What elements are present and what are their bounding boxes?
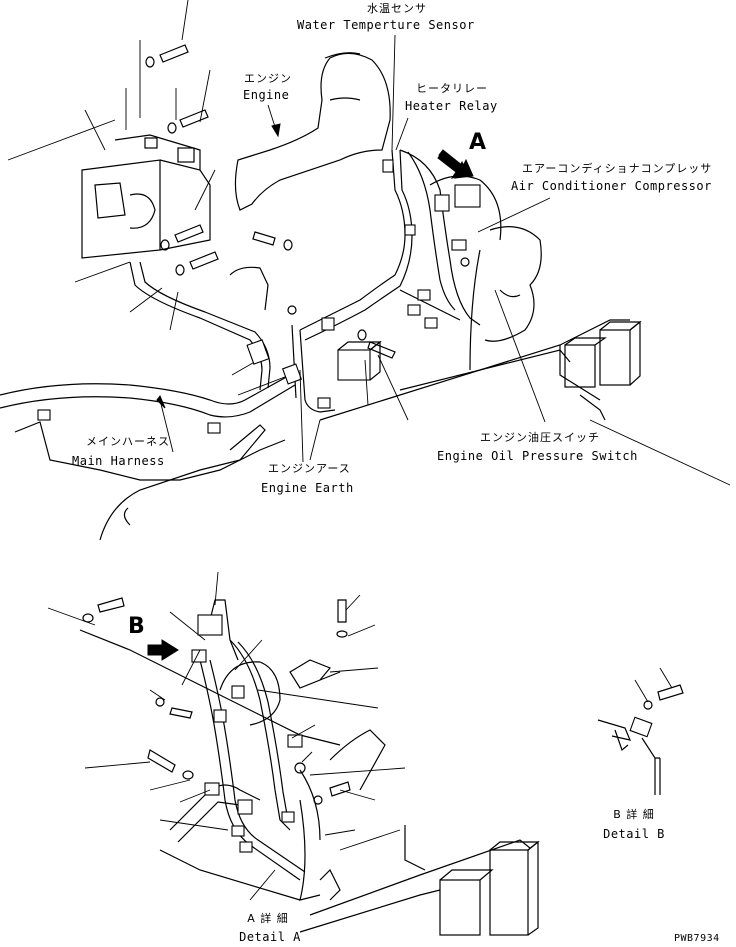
detail-a-drawing: [47, 571, 540, 936]
engine-label-jp: エンジン: [244, 72, 292, 85]
frame-upper-left: [14, 421, 286, 541]
detail-b-title: Detail B: [603, 827, 665, 841]
aircon-label: Air Conditioner Compressor: [511, 179, 712, 193]
view-a-arrow: [437, 149, 474, 179]
fan-area: [469, 226, 542, 371]
detail-a-title: Detail A: [239, 930, 301, 944]
controller-panel: [81, 134, 211, 259]
engine-label: Engine: [243, 88, 290, 102]
engine-earth-label: Engine Earth: [261, 481, 354, 495]
detail-b-drawing: [597, 667, 684, 795]
view-b-arrow: [147, 639, 179, 661]
engine-earth-label-jp: エンジンアース: [268, 462, 351, 475]
detail-b-title-jp: B 詳 細: [613, 808, 655, 821]
heater-relay-label: Heater Relay: [405, 99, 498, 113]
water-temp-sensor-label: Water Temperture Sensor: [297, 18, 475, 32]
clamps-upper: [37, 159, 481, 434]
bolts-upper: [145, 44, 396, 359]
detail-a-title-jp: A 詳 細: [247, 912, 289, 925]
oil-switch-label: Engine Oil Pressure Switch: [437, 449, 638, 463]
leaders-labels-upper: [156, 34, 731, 486]
harness-upper: [0, 149, 481, 418]
main-harness-label: Main Harness: [72, 454, 165, 468]
drawing-number: PWB7934: [674, 933, 720, 944]
view-b-marker: B: [128, 614, 146, 639]
aircon-label-jp: エアーコンディショナコンプレッサ: [522, 162, 713, 175]
water-temp-sensor-label-jp: 水温センサ: [367, 2, 427, 15]
main-harness-label-jp: メインハーネス: [86, 435, 170, 448]
oil-switch-label-jp: エンジン油圧スイッチ: [480, 431, 600, 444]
engine-outline: [234, 52, 502, 241]
leader-lines-upper-left: [7, 0, 291, 396]
heater-relay-label-jp: ヒータリレー: [416, 82, 488, 95]
view-a-marker: A: [469, 130, 487, 155]
frame-upper-right: [319, 319, 642, 421]
